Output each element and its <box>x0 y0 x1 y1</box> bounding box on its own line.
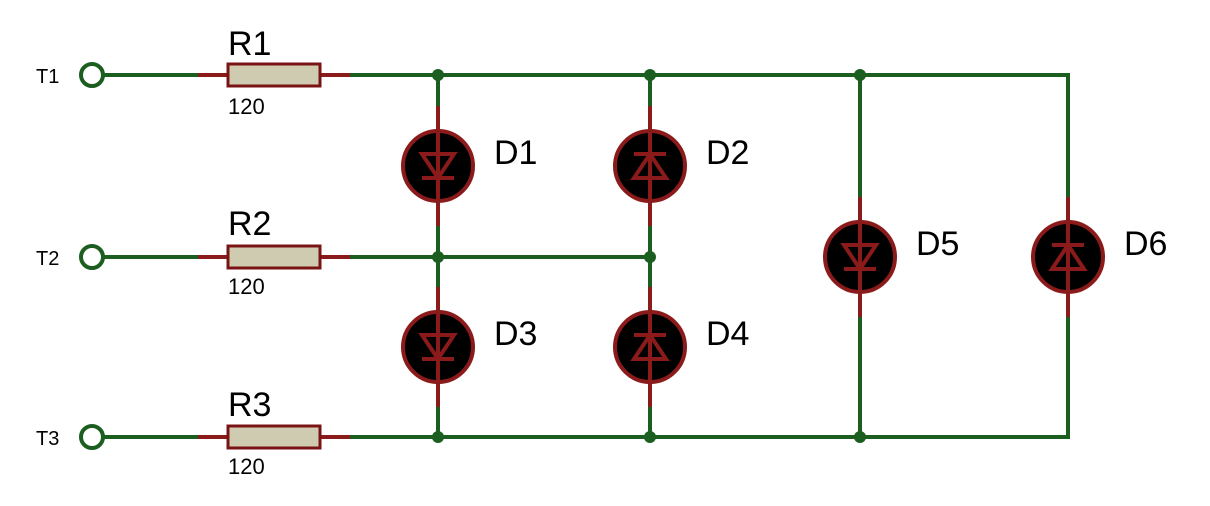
terminal-label: T2 <box>36 248 59 270</box>
terminal-connector-icon <box>79 244 105 270</box>
junction-dot <box>432 431 444 443</box>
diode-triangle-icon <box>418 152 458 182</box>
junction-dot <box>432 251 444 263</box>
resistor-value: 120 <box>228 94 265 119</box>
led-d4: D4 <box>613 287 749 407</box>
diode-triangle-icon <box>1048 241 1088 271</box>
diode-triangle-icon <box>418 333 458 363</box>
led-d1: D1 <box>401 106 537 226</box>
diode-triangle-icon <box>840 243 880 273</box>
diode-label: D5 <box>916 225 959 263</box>
diode-label: D2 <box>706 134 749 172</box>
diode-triangle-icon <box>630 331 670 361</box>
resistor-r1: R1 120 <box>198 25 350 119</box>
resistor-body-icon <box>226 424 322 450</box>
diode-label: D1 <box>494 134 537 172</box>
diode-label: D6 <box>1124 225 1167 263</box>
junction-dot <box>644 251 656 263</box>
led-d6: D6 <box>1031 197 1167 317</box>
diode-label: D3 <box>494 315 537 353</box>
resistor-body-icon <box>226 62 322 88</box>
resistor-name: R2 <box>228 205 271 243</box>
terminal-t3: T3 <box>36 424 105 450</box>
resistor-value: 120 <box>228 454 265 479</box>
led-d5: D5 <box>823 197 959 317</box>
resistor-name: R1 <box>228 25 271 63</box>
junction-dot <box>854 69 866 81</box>
terminal-connector-icon <box>79 62 105 88</box>
terminal-connector-icon <box>79 424 105 450</box>
junction-dot <box>644 69 656 81</box>
resistor-value: 120 <box>228 274 265 299</box>
terminal-t1: T1 <box>36 62 105 88</box>
diode-triangle-icon <box>630 150 670 180</box>
terminal-label: T3 <box>36 428 59 450</box>
led-d2: D2 <box>613 106 749 226</box>
diode-label: D4 <box>706 315 749 353</box>
junction-dot <box>854 431 866 443</box>
resistor-r2: R2 120 <box>198 205 350 299</box>
terminal-t2: T2 <box>36 244 105 270</box>
resistor-r3: R3 120 <box>198 386 350 479</box>
junction-dot <box>644 431 656 443</box>
led-d3: D3 <box>401 287 537 407</box>
terminal-label: T1 <box>36 66 59 88</box>
resistor-name: R3 <box>228 386 271 424</box>
junction-dot <box>432 69 444 81</box>
resistor-body-icon <box>226 244 322 270</box>
junctions <box>432 69 866 443</box>
